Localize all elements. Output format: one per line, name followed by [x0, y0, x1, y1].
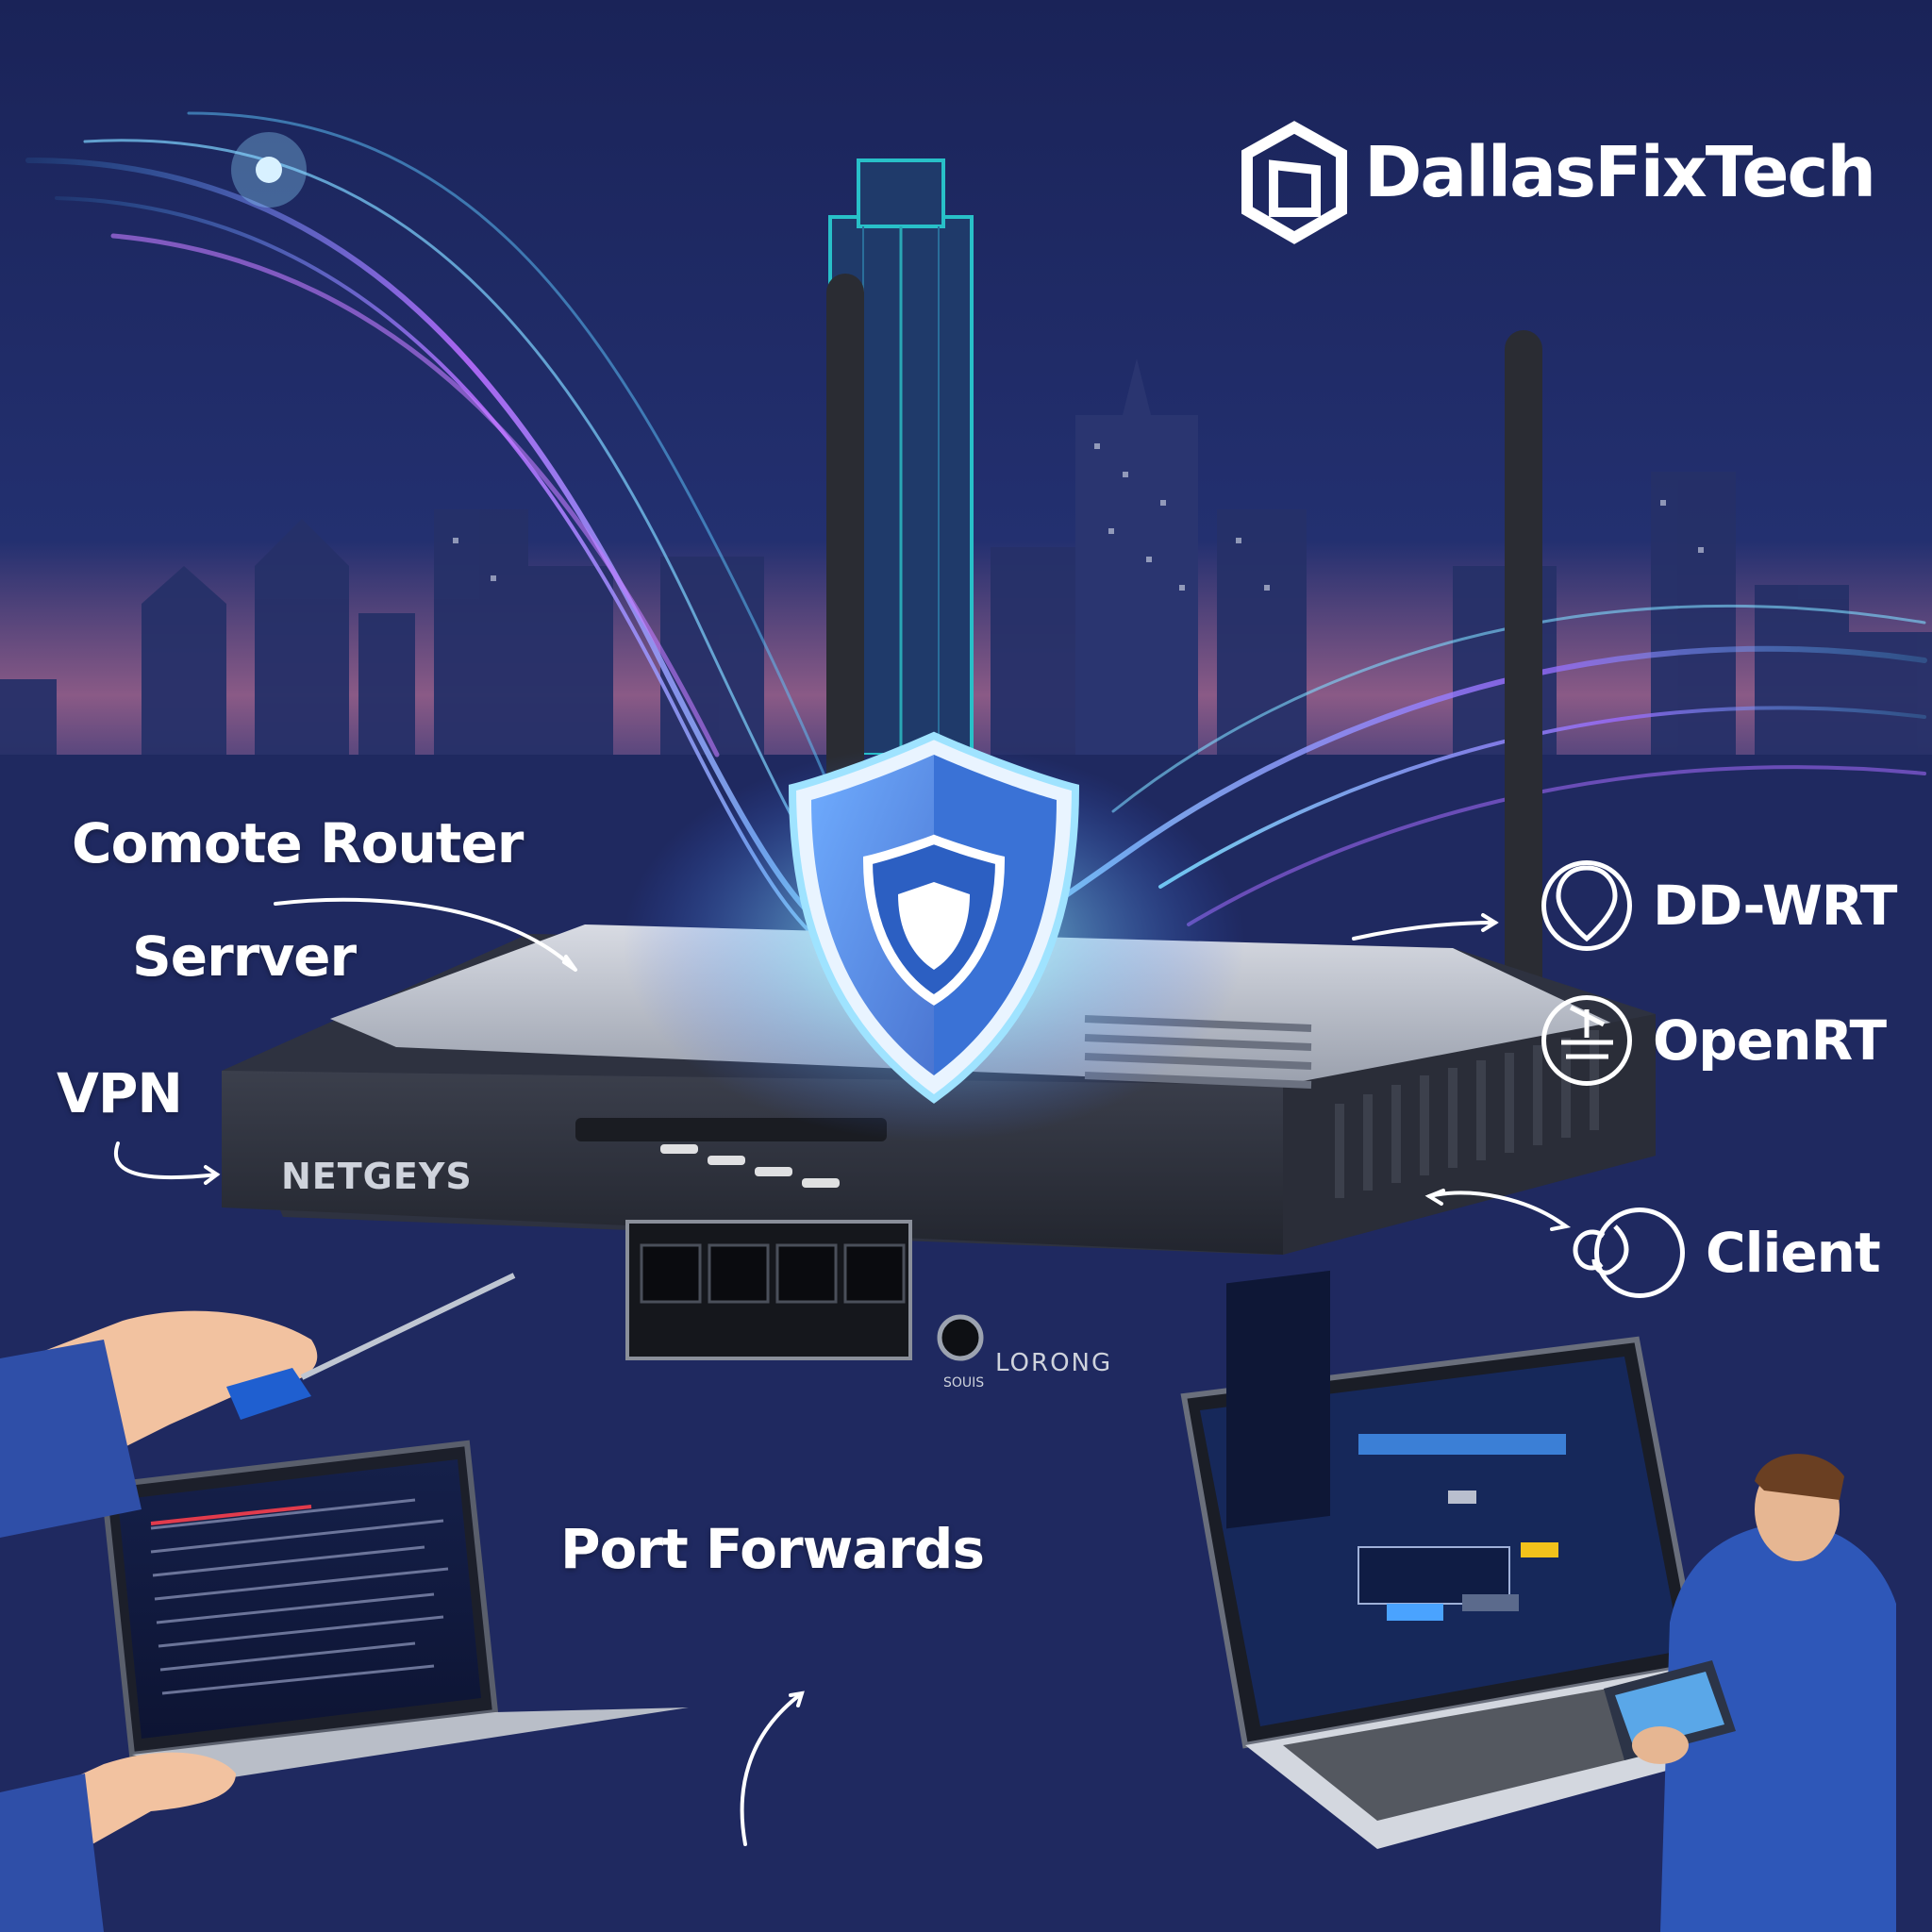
label-vpn: VPN [57, 1061, 183, 1125]
arrow-client [1427, 1191, 1568, 1228]
badge-ring [1541, 860, 1632, 951]
sparkle [256, 157, 282, 183]
power-button [937, 1314, 984, 1361]
terminal-text-lines [150, 1498, 449, 1695]
router-sub-label: SOUIS [943, 1375, 985, 1391]
badge-dd-wrt-label: DD-WRT [1653, 874, 1897, 938]
arrow-port-forwards [740, 1691, 804, 1846]
brand-name: DallasFixTech [1364, 132, 1876, 213]
antenna-right [1505, 330, 1542, 1047]
label-remote-router: Comote Router [72, 811, 524, 875]
router-port-label: LORONG [995, 1349, 1113, 1377]
security-shield-icon [788, 731, 1080, 1104]
badge-ring [1541, 995, 1632, 1086]
window-lights [453, 443, 1704, 591]
status-leds [660, 1144, 840, 1188]
antenna-left [826, 274, 864, 802]
dashboard-widgets [1357, 1434, 1566, 1621]
laptop-left [100, 1440, 689, 1778]
badge-openrt-label: OpenRT [1653, 1008, 1887, 1073]
person-technician [1604, 1454, 1896, 1932]
laptop-right [1180, 1270, 1830, 1849]
label-port-forwards: Port Forwards [560, 1517, 985, 1581]
badge-dd-wrt: DD-WRT [1541, 860, 1897, 951]
callout-arrows [113, 897, 1572, 1846]
logo-spacer [1243, 121, 1347, 225]
badge-openrt: OpenRT [1541, 995, 1887, 1086]
hexagon-logo-icon [1241, 121, 1347, 244]
brand-logo: DallasFixTech [1243, 121, 1876, 225]
router-brand-label: NETGEYS [281, 1156, 473, 1197]
arrow-dd-wrt [1352, 921, 1497, 941]
arrow-vpn [113, 1141, 219, 1180]
arrow-server [274, 897, 577, 972]
badge-client: Client [1594, 1208, 1881, 1298]
label-server: Serrver [132, 924, 357, 989]
technician-hands [0, 1273, 516, 1932]
city-skyline [0, 472, 1932, 755]
building-right [1075, 358, 1198, 755]
badge-client-label: Client [1706, 1221, 1881, 1285]
ethernet-ports [640, 1243, 906, 1304]
badge-ring [1594, 1208, 1685, 1298]
